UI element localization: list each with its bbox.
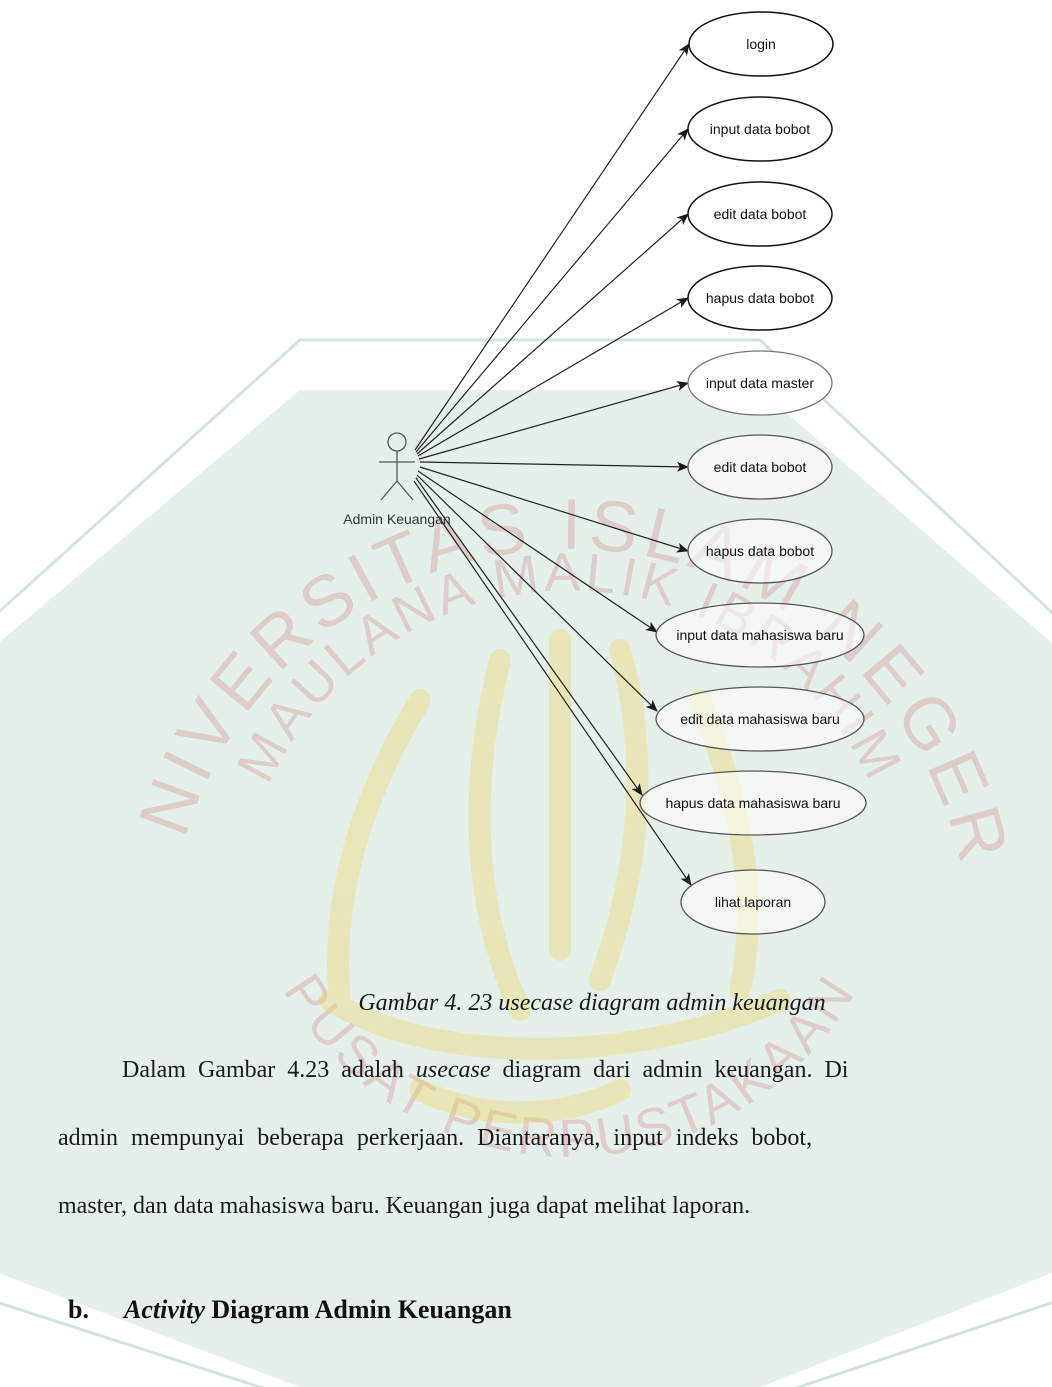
association-input-data-master <box>418 381 689 460</box>
use-case-label: input data bobot <box>710 121 811 137</box>
seal-calligraphy <box>319 629 791 1124</box>
use-case-login: login <box>688 11 834 77</box>
use-case-edit-data-bobot: edit data bobot <box>687 181 833 247</box>
use-case-label: hapus data bobot <box>706 543 814 559</box>
association-edit-data-mahasiswa-baru <box>416 474 658 712</box>
section-heading-rest: Diagram Admin Keuangan <box>204 1295 512 1324</box>
paragraph-line-1-end: diagram dari admin keuangan. Di <box>490 1057 849 1083</box>
actor-head <box>387 432 407 452</box>
paragraph-line-1-start: Dalam Gambar 4.23 adalah <box>122 1057 416 1083</box>
association-edit-data-bobot-2 <box>419 461 689 472</box>
association-hapus-data-bobot <box>417 297 689 457</box>
use-case-input-data-master: input data master <box>687 350 833 416</box>
paragraph-line-3: master, dan data mahasiswa baru. Keuanga… <box>58 1193 751 1219</box>
use-case-label: edit data bobot <box>714 459 807 475</box>
actor-admin-keuangan <box>379 432 415 501</box>
use-case-lihat-laporan: lihat laporan <box>680 869 826 935</box>
association-login <box>414 43 690 451</box>
use-case-edit-data-bobot-2: edit data bobot <box>687 434 833 500</box>
use-case-label: input data mahasiswa baru <box>676 627 843 643</box>
usecase-diagram: Admin Keuangan login input data bobot ed… <box>343 11 867 935</box>
use-case-label: edit data bobot <box>714 206 807 222</box>
association-hapus-data-bobot-2 <box>419 466 689 553</box>
use-case-label: edit data mahasiswa baru <box>680 711 840 727</box>
section-heading: b. Activity Diagram Admin Keuangan <box>68 1295 512 1325</box>
section-heading-italic: Activity <box>124 1295 205 1324</box>
use-case-label: input data master <box>706 375 815 391</box>
association-lihat-laporan <box>413 480 692 886</box>
association-edit-data-bobot <box>416 213 689 455</box>
use-case-input-data-mahasiswa-baru: input data mahasiswa baru <box>655 602 865 668</box>
use-case-hapus-data-bobot: hapus data bobot <box>687 265 833 331</box>
usecase-term: usecase <box>415 1057 491 1083</box>
section-number: b. <box>68 1295 89 1324</box>
use-case-label: hapus data mahasiswa baru <box>665 795 840 811</box>
association-input-data-bobot <box>415 128 689 453</box>
use-case-label: login <box>746 36 776 52</box>
association-input-data-mahasiswa-baru <box>417 470 658 633</box>
actor-label: Admin Keuangan <box>343 511 450 527</box>
use-case-hapus-data-bobot-2: hapus data bobot <box>687 518 833 584</box>
paragraph-line-1: Dalam Gambar 4.23 adalah usecase diagram… <box>58 1057 1052 1084</box>
use-case-hapus-data-mahasiswa-baru: hapus data mahasiswa baru <box>639 770 867 836</box>
use-case-label: hapus data bobot <box>706 290 814 306</box>
use-case-input-data-bobot: input data bobot <box>687 96 833 162</box>
association-hapus-data-mahasiswa-baru <box>415 477 643 796</box>
paragraph-line-2: admin mempunyai beberapa perkerjaan. Dia… <box>58 1125 813 1151</box>
use-case-label: lihat laporan <box>715 894 791 910</box>
use-case-edit-data-mahasiswa-baru: edit data mahasiswa baru <box>655 686 865 752</box>
figure-caption: Gambar 4. 23 usecase diagram admin keuan… <box>358 990 826 1016</box>
